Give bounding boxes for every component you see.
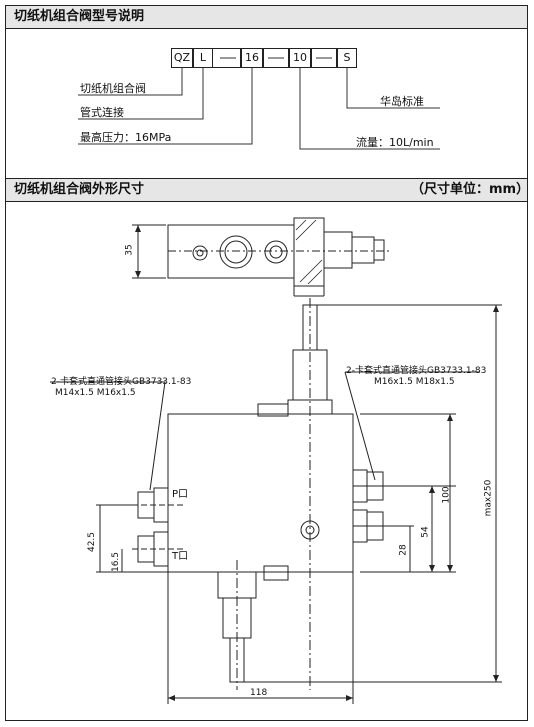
section-header-dimensions: 切纸机组合阀外形尺寸 （尺寸单位：mm） xyxy=(6,178,530,202)
dim-100: 100 xyxy=(441,486,452,504)
code-box-l: L xyxy=(193,48,213,68)
label-standard: 华岛标准 xyxy=(380,95,424,108)
code-box-qz: QZ xyxy=(171,48,193,68)
label-name: 切纸机组合阀 xyxy=(80,82,146,95)
dim-54: 54 xyxy=(420,526,431,538)
callout-left-spec: M14x1.5 M16x1.5 xyxy=(55,388,136,398)
section-header-model: 切纸机组合阀型号说明 xyxy=(6,6,527,29)
code-box-16: 16 xyxy=(241,48,263,68)
callout-right-title: 2-卡套式直通管接头GB3733.1-83 xyxy=(346,366,487,376)
drawing-frame xyxy=(5,5,528,721)
section-title-model: 切纸机组合阀型号说明 xyxy=(14,9,145,24)
callout-left-title: 2-卡套式直通管接头GB3733.1-83 xyxy=(51,377,192,387)
label-flow: 流量：10L/min xyxy=(356,136,434,149)
label-pressure: 最高压力：16MPa xyxy=(80,131,172,144)
port-t-label: T口 xyxy=(172,551,189,562)
code-box-10: 10 xyxy=(289,48,311,68)
dim-42-5: 42.5 xyxy=(87,531,98,553)
dim-118: 118 xyxy=(250,688,268,698)
port-p-label: P口 xyxy=(172,489,189,500)
dim-16-5: 16.5 xyxy=(111,551,122,573)
callout-right-spec: M16x1.5 M18x1.5 xyxy=(374,377,455,387)
label-connection: 管式连接 xyxy=(80,106,124,119)
code-box-s: S xyxy=(337,48,357,68)
dim-max250: max250 xyxy=(483,479,494,517)
section-title-dimensions: 切纸机组合阀外形尺寸 xyxy=(14,182,145,197)
dim-28: 28 xyxy=(398,544,409,556)
dim-35: 35 xyxy=(124,244,135,256)
unit-label: （尺寸单位：mm） xyxy=(411,182,530,197)
